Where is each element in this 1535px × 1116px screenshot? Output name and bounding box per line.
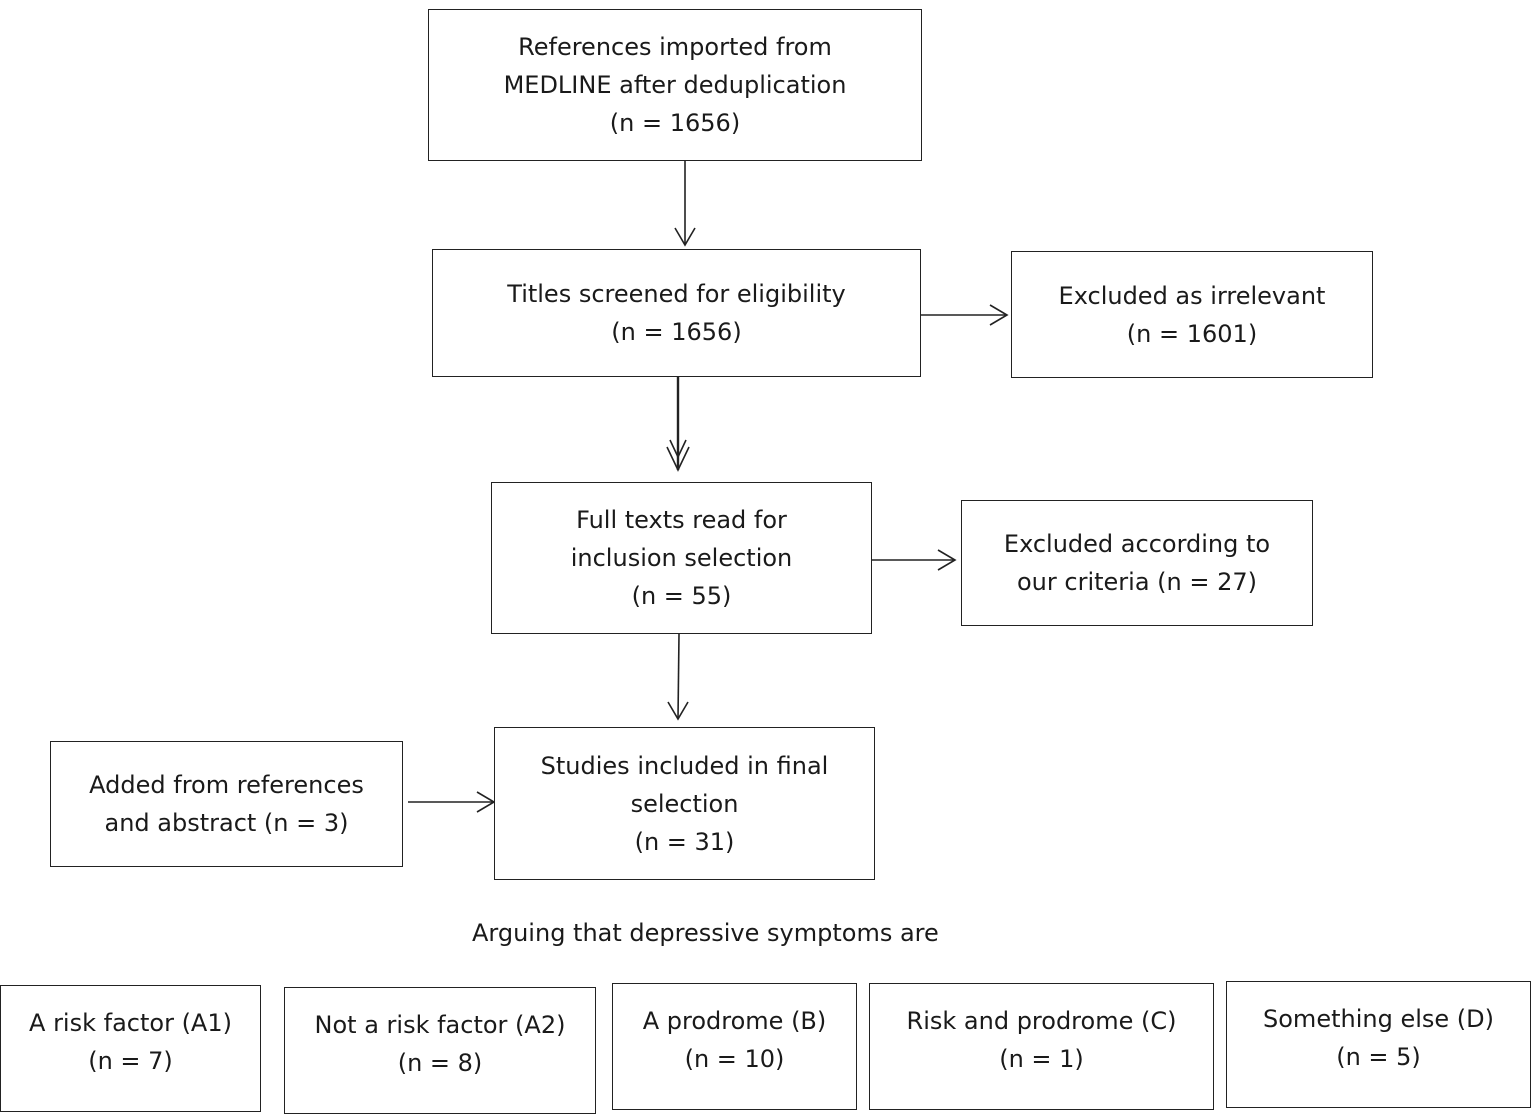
box-text-line: References imported from <box>518 33 832 61</box>
category-box-prodrome: A prodrome (B) (n = 10) <box>612 983 857 1110</box>
arrowhead-fulltext-to-excluded <box>937 549 957 571</box>
category-label: A risk factor (A1) <box>29 1009 232 1037</box>
box-text-line: Titles screened for eligibility <box>507 280 846 308</box>
box-text-line: Excluded as irrelevant <box>1058 281 1326 310</box>
box-studies-included: Studies included in final selection (n =… <box>494 727 875 880</box>
arrowhead-screened-to-fulltext-inner <box>669 439 687 459</box>
box-text-line: Full texts read for <box>576 506 787 534</box>
category-box-risk-factor: A risk factor (A1) (n = 7) <box>0 985 261 1112</box>
category-count: (n = 8) <box>397 1049 483 1077</box>
box-full-texts-read: Full texts read for inclusion selection … <box>491 482 872 634</box>
category-label: Not a risk factor (A2) <box>314 1011 566 1039</box>
box-text-line: (n = 55) <box>631 582 732 610</box>
box-text-line: (n = 1601) <box>1126 319 1258 348</box>
box-text-line: and abstract (n = 3) <box>104 809 349 837</box>
arrowhead-screened-to-fulltext <box>666 446 690 472</box>
box-text-line: our criteria (n = 27) <box>1016 568 1257 596</box>
box-text-line: (n = 1656) <box>609 109 741 137</box>
category-count: (n = 10) <box>684 1045 785 1073</box>
category-count: (n = 7) <box>88 1047 173 1075</box>
category-label: A prodrome (B) <box>642 1007 827 1035</box>
box-text-line: (n = 1656) <box>611 318 742 346</box>
box-titles-screened: Titles screened for eligibility (n = 165… <box>432 249 921 377</box>
box-excluded-irrelevant: Excluded as irrelevant (n = 1601) <box>1011 251 1373 378</box>
box-text-line: selection <box>630 789 739 818</box>
arrowhead-fulltext-to-included <box>667 701 689 721</box>
box-added-from-references: Added from references and abstract (n = … <box>50 741 403 867</box>
category-box-not-risk-factor: Not a risk factor (A2) (n = 8) <box>284 987 596 1114</box>
category-box-something-else: Something else (D) (n = 5) <box>1226 981 1531 1108</box>
arrow-fulltext-to-included <box>677 633 680 720</box>
categories-caption: Arguing that depressive symptoms are <box>472 919 939 947</box>
box-text-line: inclusion selection <box>570 544 793 572</box>
category-count: (n = 5) <box>1336 1043 1421 1071</box>
arrowhead-screened-to-excluded <box>989 304 1009 326</box>
box-references-imported: References imported from MEDLINE after d… <box>428 9 922 161</box>
box-text-line: MEDLINE after deduplication <box>503 71 847 99</box>
category-label: Something else (D) <box>1263 1005 1494 1033</box>
category-label: Risk and prodrome (C) <box>906 1007 1177 1035</box>
box-text-line: Studies included in final <box>540 751 829 780</box>
category-count: (n = 1) <box>999 1045 1084 1073</box>
category-box-risk-and-prodrome: Risk and prodrome (C) (n = 1) <box>869 983 1214 1110</box>
box-text-line: Added from references <box>89 771 364 799</box>
box-text-line: (n = 31) <box>634 827 735 856</box>
box-excluded-criteria: Excluded according to our criteria (n = … <box>961 500 1313 626</box>
arrowhead-imported-to-screened <box>674 227 696 247</box>
box-text-line: Excluded according to <box>1003 530 1271 558</box>
